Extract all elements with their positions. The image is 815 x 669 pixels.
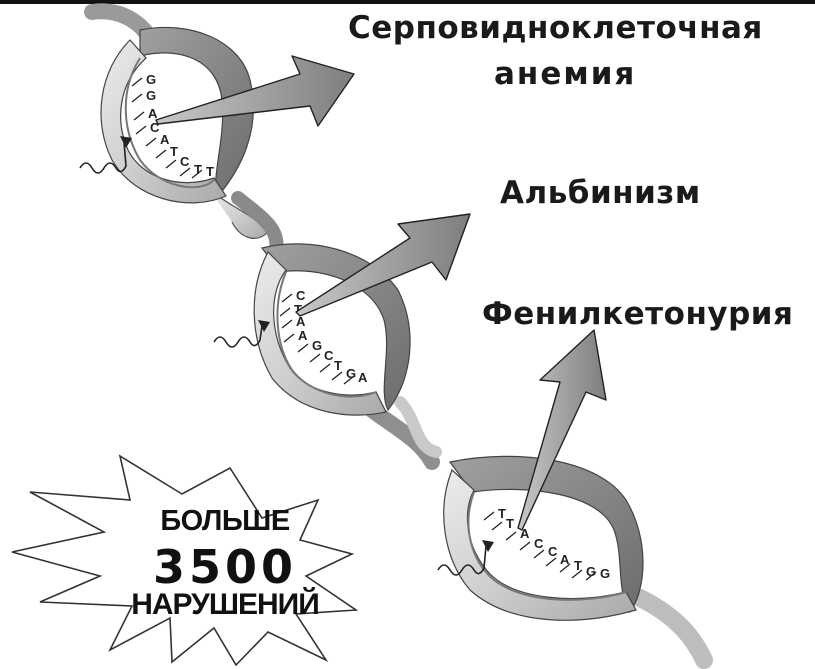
loop2-base-5: G [312,338,322,353]
loop2-tick-8 [332,372,342,380]
loop-2-mrna-squiggle [214,326,262,347]
loop1-base-9: T [206,164,214,179]
loop2-tick-1 [282,294,292,302]
loop1-base-8: T [194,162,202,177]
loop2-tick-5 [298,344,308,352]
loop3-base-2: T [506,516,514,531]
loop1-base-1: G [146,72,156,87]
loop3-tick-6 [546,558,556,566]
loop2-base-7: T [334,358,342,373]
loop3-tick-1 [484,512,494,520]
loop1-base-6: T [170,144,178,159]
loop2-tick-7 [320,364,330,372]
disease-label-albinism: Альбинизм [500,175,701,211]
loop2-base-1: C [296,288,306,303]
loop2-base-9: A [358,370,368,385]
burst-text-count: 3500 [150,540,300,594]
disease-label-phenylketonuria: Фенилкетонурия [482,296,793,332]
loop3-tick-3 [506,532,516,540]
loop2-tick-3 [282,320,292,328]
loop1-base-3: A [148,106,158,121]
loop1-base-5: A [160,132,170,147]
loop1-tick-2 [132,94,142,102]
loop3-base-4: C [534,536,544,551]
loop3-tick-5 [534,550,544,558]
burst-text-line-1: БОЛЬШЕ [130,505,320,538]
loop1-tick-7 [166,160,176,168]
loop2-tick-6 [310,354,320,362]
loop3-base-6: A [560,552,570,567]
disease-label-sickle-cell-line-2: анемия [494,56,636,92]
loop2-tick-2 [280,308,290,316]
helix-bottom-tail [640,598,704,660]
loop1-tick-8 [180,168,190,176]
loop2-base-6: C [324,348,334,363]
loop3-tick-4 [520,542,530,550]
loop3-base-7: T [574,558,582,573]
loop1-tick-5 [146,138,156,146]
burst-text-line-3: НАРУШЕНИЙ [100,588,350,622]
loop3-base-9: G [600,566,610,581]
loop1-tick-4 [136,126,146,134]
loop1-tick-6 [156,150,166,158]
loop1-base-7: C [180,154,190,169]
loop2-base-4: A [298,328,308,343]
loop1-tick-3 [134,112,144,120]
loop3-tick-2 [492,522,502,530]
loop3-base-5: C [548,544,558,559]
mutation-arrow-1 [156,56,354,126]
loop1-base-2: G [146,88,156,103]
loop3-base-8: G [586,564,596,579]
loop2-tick-4 [284,334,294,342]
loop-3-squiggle-arrowhead [482,540,494,552]
loop3-base-1: T [498,506,506,521]
loop2-base-8: G [346,366,356,381]
disease-label-sickle-cell-line-1: Серповидноклеточная [348,10,763,46]
loop1-tick-1 [132,78,142,86]
